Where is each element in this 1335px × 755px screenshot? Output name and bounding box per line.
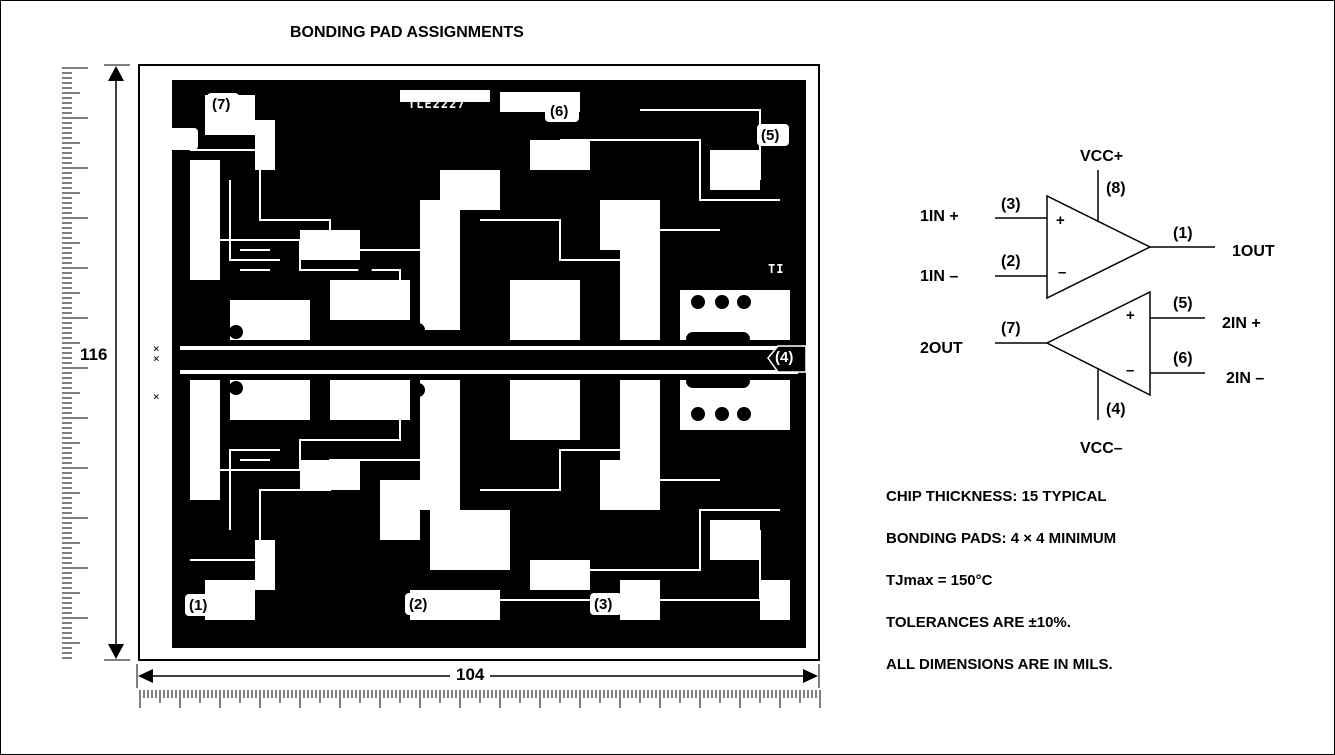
chip-logo-text: TI <box>768 262 785 276</box>
pad-label-6: (6) <box>550 103 569 120</box>
die-marker: × <box>153 342 160 355</box>
pin-1-label: (1) <box>1173 225 1193 242</box>
pad-label-4: (4) <box>775 349 794 366</box>
note-chip-thickness: CHIP THICKNESS: 15 TYPICAL <box>886 488 1107 505</box>
pin-6-label: (6) <box>1173 350 1193 367</box>
opamp-1-symbol <box>995 170 1215 300</box>
pad-label-3: (3) <box>594 596 613 613</box>
height-dimension-label: 116 <box>78 345 110 365</box>
note-tj-max: TJmax = 150°C <box>886 572 993 589</box>
die-artwork <box>168 80 807 648</box>
vertical-ruler <box>62 67 88 659</box>
pad-label-8: (8) <box>172 131 191 148</box>
die-marker: × <box>153 390 160 403</box>
die-marker: × <box>153 352 160 365</box>
figure-title: BONDING PAD ASSIGNMENTS <box>290 24 524 41</box>
opamp-2-symbol <box>995 290 1205 420</box>
pin-3-label: (3) <box>1001 196 1021 213</box>
out1-label: 1OUT <box>1232 243 1275 260</box>
width-dimension-label: 104 <box>450 665 491 685</box>
pin-2-label: (2) <box>1001 253 1021 270</box>
in1-plus-label: 1IN + <box>920 208 959 225</box>
height-dimension-arrow <box>104 64 130 661</box>
out2-label: 2OUT <box>920 340 963 357</box>
vcc-plus-label: VCC+ <box>1080 148 1124 165</box>
opamp2-plus-sign: + <box>1126 307 1135 324</box>
pad-label-1: (1) <box>189 597 208 614</box>
pin-5-label: (5) <box>1173 295 1193 312</box>
note-dimensions-units: ALL DIMENSIONS ARE IN MILS. <box>886 656 1113 673</box>
pin-8-label: (8) <box>1106 180 1126 197</box>
pin-7-label: (7) <box>1001 320 1021 337</box>
pad-label-2: (2) <box>409 596 428 613</box>
in2-plus-label: 2IN + <box>1222 315 1261 332</box>
in1-minus-label: 1IN – <box>920 268 959 285</box>
opamp2-minus-sign: – <box>1126 362 1135 379</box>
opamp1-plus-sign: + <box>1056 212 1065 229</box>
in2-minus-label: 2IN – <box>1226 370 1265 387</box>
chip-part-marking: TLE2227 <box>408 97 466 111</box>
pad-label-5: (5) <box>761 127 780 144</box>
pad-label-7: (7) <box>212 96 231 113</box>
note-tolerances: TOLERANCES ARE ±10%. <box>886 614 1071 631</box>
vcc-minus-label: VCC– <box>1080 440 1123 457</box>
pin-4-label: (4) <box>1106 401 1126 418</box>
horizontal-ruler <box>139 690 821 708</box>
opamp1-minus-sign: – <box>1058 264 1067 281</box>
note-bonding-pads: BONDING PADS: 4 × 4 MINIMUM <box>886 530 1117 547</box>
